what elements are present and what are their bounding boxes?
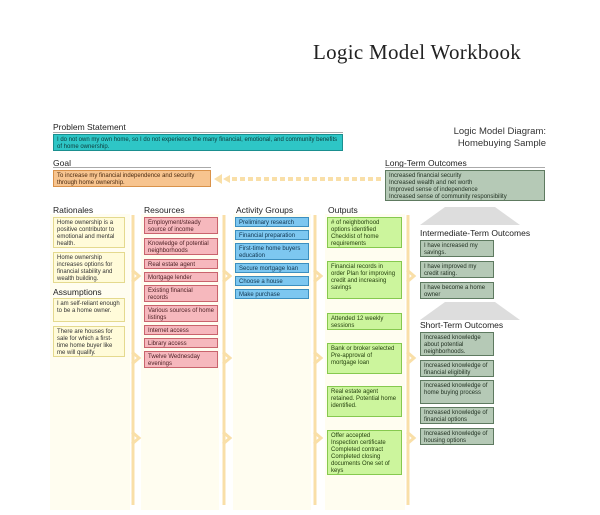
divider [53, 132, 343, 133]
output-box: Real estate agent retained. Potential ho… [327, 386, 402, 417]
activity-box: Financial preparation [235, 230, 309, 240]
intermediate-heading: Intermediate-Term Outcomes [420, 228, 531, 238]
resource-box: Internet access [144, 325, 218, 335]
resource-box: Existing financial records [144, 285, 218, 302]
short-term-box: Increased knowledge about potential neig… [420, 332, 494, 356]
long-term-box: Increased financial security Increased w… [385, 170, 545, 201]
flow-arrow-3 [313, 215, 324, 505]
divider [53, 167, 211, 168]
assumption-box: There are houses for sale for which a fi… [53, 326, 125, 357]
page-title: Logic Model Workbook [313, 40, 522, 64]
short-term-box: Increased knowledge of financial options [420, 407, 494, 424]
resource-box: Library access [144, 338, 218, 348]
diagram-subtitle: Homebuying Sample [457, 138, 546, 149]
resource-box: Twelve Wednesday evenings [144, 351, 218, 368]
flow-arrow-1 [131, 215, 142, 505]
flow-arrow-2 [222, 215, 233, 505]
flow-arrow-4 [406, 215, 417, 505]
activity-box: Preliminary research [235, 217, 309, 227]
problem-box: I do not own my own home, so I do not ex… [53, 134, 343, 151]
output-box: # of neighborhood options identified Che… [327, 217, 402, 248]
short-term-heading: Short-Term Outcomes [420, 320, 504, 330]
resource-box: Employment/steady source of income [144, 217, 218, 234]
divider [385, 167, 545, 168]
goal-box: To increase my financial independence an… [53, 170, 211, 187]
long-term-item: Increased sense of community responsibil… [389, 194, 507, 200]
rationale-box: Home ownership is a positive contributor… [53, 217, 125, 248]
long-term-item: Improved sense of independence [389, 187, 478, 193]
up-arrow-intermediate [420, 302, 520, 320]
resources-heading: Resources [144, 205, 185, 215]
activity-box: Choose a house [235, 276, 309, 286]
long-term-heading: Long-Term Outcomes [385, 158, 467, 168]
goal-arrow [214, 174, 382, 184]
activity-box: Secure mortgage loan [235, 263, 309, 273]
resource-box: Various sources of home listings [144, 305, 218, 322]
long-term-item: Increased wealth and net worth [389, 180, 473, 186]
diagram-caption: Logic Model Diagram: Homebuying Sample [430, 126, 546, 150]
rationale-box: Home ownership increases options for fin… [53, 252, 125, 283]
problem-heading: Problem Statement [53, 122, 126, 132]
rationales-heading: Rationales [53, 205, 94, 215]
resource-box: Mortgage lender [144, 272, 218, 282]
activity-box: First-time home buyers education [235, 243, 309, 260]
diagram-title: Logic Model Diagram: [453, 126, 546, 137]
resource-box: Knowledge of potential neighborhoods [144, 238, 218, 255]
output-box: Bank or broker selected Pre-approval of … [327, 343, 402, 374]
goal-heading: Goal [53, 158, 71, 168]
activity-box: Make purchase [235, 289, 309, 299]
output-box: Attended 12 weekly sessions [327, 313, 402, 330]
activity-groups-heading: Activity Groups [236, 205, 294, 215]
intermediate-box: I have increased my savings. [420, 240, 494, 257]
short-term-box: Increased knowledge of financial eligibi… [420, 360, 494, 377]
assumptions-heading: Assumptions [53, 287, 102, 297]
intermediate-box: I have improved my credit rating. [420, 261, 494, 278]
short-term-box: Increased knowledge of housing options [420, 428, 494, 445]
output-box: Offer accepted Inspection certificate Co… [327, 430, 402, 475]
long-term-item: Increased financial security [389, 173, 462, 179]
up-arrow-long [420, 207, 520, 225]
short-term-box: Increased knowledge of home buying proce… [420, 380, 494, 404]
output-box: Financial records in order Plan for impr… [327, 261, 402, 299]
resource-box: Real estate agent [144, 259, 218, 269]
assumption-box: I am self-reliant enough to be a home ow… [53, 298, 125, 322]
outputs-heading: Outputs [328, 205, 358, 215]
intermediate-box: I have become a home owner [420, 282, 494, 299]
